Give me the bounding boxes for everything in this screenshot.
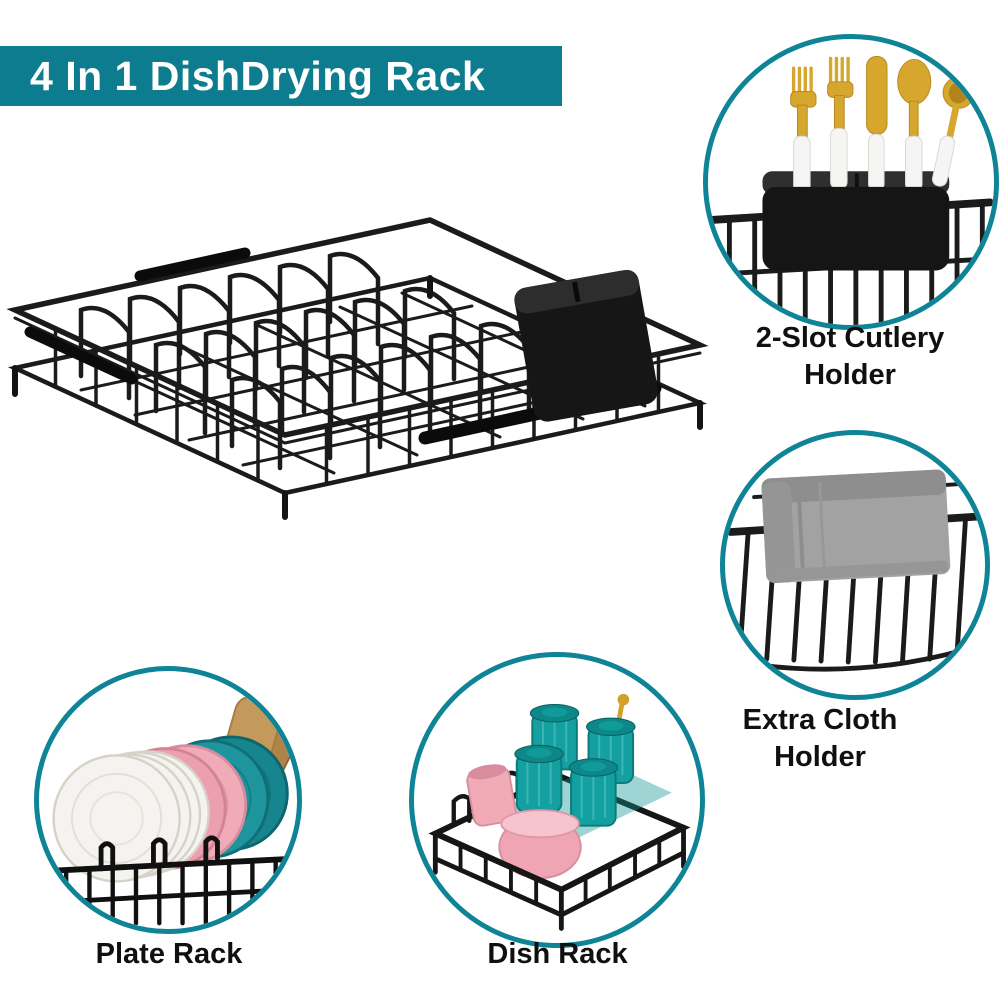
callout-label-dish: Dish Rack — [425, 936, 690, 973]
holder-front-wall — [762, 186, 950, 271]
callout-label-cutlery: 2-Slot Cutlery Holder — [695, 320, 1000, 394]
rack-cutlery-holder-box — [514, 269, 658, 422]
cutlery-label-line1: 2-Slot Cutlery — [755, 322, 945, 354]
rack-legs — [12, 275, 703, 520]
cloth-label-line2: Holder — [774, 741, 866, 773]
callout-label-plate: Plate Rack — [38, 936, 300, 973]
dish-rack-photo — [428, 693, 691, 931]
gold-cutlery — [790, 56, 975, 194]
front-rim-wire — [432, 824, 687, 893]
gray-drying-cloth — [761, 469, 951, 584]
banner-title-text: 4 In 1 DishDrying Rack — [30, 53, 486, 99]
plate-rack-photo — [47, 695, 297, 926]
cutlery-label-line2: Holder — [804, 359, 896, 391]
rack-handles — [24, 247, 251, 385]
cutlery-holder-photo — [708, 56, 994, 325]
cloth-label-line1: Extra Cloth — [742, 704, 898, 736]
plate-label-text: Plate Rack — [95, 938, 243, 970]
callout-label-cloth: Extra Cloth Holder — [680, 702, 960, 776]
title-banner: 4 In 1 DishDrying Rack — [0, 46, 562, 106]
pink-square-cup — [466, 764, 517, 827]
callout-circle-plate — [34, 666, 302, 934]
callout-circle-cutlery — [703, 34, 999, 330]
dish-label-text: Dish Rack — [487, 938, 628, 970]
main-dish-rack-photo — [6, 217, 709, 520]
teal-cups — [514, 693, 636, 827]
rack-feet — [432, 850, 686, 931]
pink-bowl — [498, 809, 582, 880]
callout-circle-cloth — [720, 430, 990, 700]
white-plate-stack — [52, 750, 210, 883]
callout-circle-dish — [409, 652, 705, 948]
cloth-holder-photo — [726, 469, 984, 672]
